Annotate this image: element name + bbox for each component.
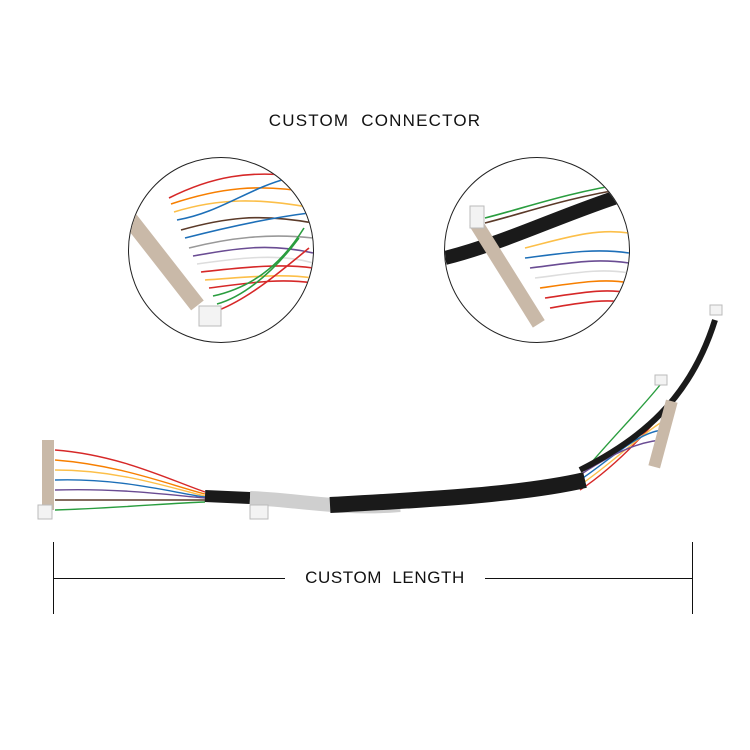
dimension-line-left	[54, 578, 285, 580]
dimension-line-right	[485, 578, 692, 580]
connector-photo-left	[129, 173, 313, 327]
dimension-tick-left	[53, 542, 55, 614]
dimension-tick-right	[692, 542, 694, 614]
page-title: CUSTOM CONNECTOR	[268, 111, 482, 130]
connector-closeup-left	[128, 157, 314, 343]
connector-photo-right	[445, 182, 629, 328]
connector-closeup-right	[444, 157, 630, 343]
dimension-label: CUSTOM LENGTH	[305, 568, 465, 587]
